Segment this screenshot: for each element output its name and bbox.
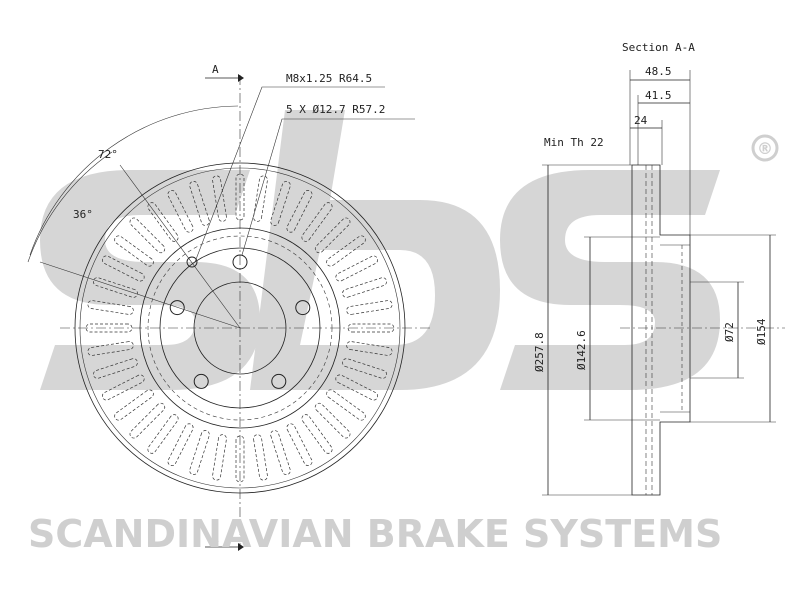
vent-slot bbox=[253, 175, 268, 222]
section-marker-bottom-arrow bbox=[238, 543, 244, 551]
vent-slot bbox=[147, 202, 179, 242]
vent-slot bbox=[87, 300, 134, 315]
vent-slot bbox=[235, 173, 245, 221]
hub-hidden-edge bbox=[147, 235, 333, 421]
vent-slot bbox=[93, 358, 138, 379]
min-thickness: Min Th 22 bbox=[544, 136, 604, 149]
vent-slot bbox=[189, 430, 210, 475]
vent-slot bbox=[114, 389, 154, 421]
section-marker-top: A bbox=[212, 63, 219, 76]
vent-slot bbox=[342, 277, 387, 298]
bolt-holes bbox=[169, 254, 311, 389]
vent-slot bbox=[301, 202, 333, 242]
vent-slot bbox=[212, 434, 227, 481]
angle-arc-36 bbox=[27, 151, 113, 263]
vent-slot bbox=[102, 255, 145, 282]
thread-note: M8x1.25 R64.5 bbox=[286, 72, 372, 85]
dim-24: 24 bbox=[634, 114, 648, 127]
thread-note-leader bbox=[194, 86, 385, 263]
svg-text:®: ® bbox=[757, 139, 773, 158]
logo-s-left bbox=[40, 170, 260, 390]
vent-slot bbox=[326, 235, 366, 267]
bolt-hole bbox=[193, 373, 209, 389]
angle-72-label: 72° bbox=[98, 148, 118, 161]
dim-257-8: Ø257.8 bbox=[533, 332, 546, 372]
vent-slot bbox=[167, 423, 194, 466]
angle-36-label: 36° bbox=[73, 208, 93, 221]
vent-slot bbox=[335, 255, 378, 282]
friction-ring-inner bbox=[139, 227, 341, 429]
vent-slot bbox=[301, 414, 333, 454]
vent-slot bbox=[114, 235, 154, 267]
dim-142-6: Ø142.6 bbox=[575, 330, 588, 370]
vent-slot bbox=[347, 323, 395, 333]
vent-slot bbox=[314, 217, 351, 254]
bolt-note: 5 X Ø12.7 R57.2 bbox=[286, 103, 385, 116]
vent-slot bbox=[286, 190, 313, 233]
vent-slot bbox=[235, 435, 245, 483]
threaded-hole bbox=[186, 256, 198, 268]
vent-slot bbox=[129, 402, 166, 439]
vent-slot bbox=[346, 300, 393, 315]
section-view: Section A-A 48.5 41.5 24 Min Th 22 Ø257.… bbox=[533, 41, 785, 496]
vent-slot bbox=[102, 374, 145, 401]
dim-154: Ø154 bbox=[755, 318, 768, 345]
registered-mark: ® bbox=[751, 134, 779, 162]
vent-slot bbox=[253, 434, 268, 481]
hub-outer bbox=[159, 247, 321, 409]
vent-slot bbox=[87, 341, 134, 356]
bolt-note-leader bbox=[241, 118, 415, 256]
vent-slot bbox=[342, 358, 387, 379]
angle-arc-72 bbox=[29, 105, 239, 256]
dim-48-5: 48.5 bbox=[645, 65, 672, 78]
bolt-hole bbox=[169, 300, 185, 316]
bolt-hole bbox=[295, 300, 311, 316]
vent-slot bbox=[85, 323, 133, 333]
vent-slot bbox=[314, 402, 351, 439]
dim-72: Ø72 bbox=[723, 322, 736, 342]
disc-outer-edge-inner bbox=[79, 167, 401, 489]
vent-slot bbox=[286, 423, 313, 466]
vent-slot bbox=[189, 181, 210, 226]
bolt-hole bbox=[232, 254, 248, 270]
center-bore bbox=[193, 281, 287, 375]
vent-slot bbox=[129, 217, 166, 254]
vent-slot bbox=[270, 430, 291, 475]
vent-slot bbox=[212, 175, 227, 222]
vent-slot bbox=[326, 389, 366, 421]
front-view: 72° 36° A A M8x1.25 R64.5 5 X Ø12.7 R57.… bbox=[27, 63, 430, 551]
angle-ray-36 bbox=[39, 261, 241, 329]
disc-outer-edge bbox=[74, 162, 406, 494]
vent-slots bbox=[85, 173, 395, 483]
section-title: Section A-A bbox=[622, 41, 695, 54]
watermark-tagline: SCANDINAVIAN BRAKE SYSTEMS bbox=[28, 512, 723, 556]
vent-slot bbox=[93, 277, 138, 298]
dim-41-5: 41.5 bbox=[645, 89, 672, 102]
logo-s-right bbox=[500, 170, 720, 390]
vent-slot bbox=[270, 181, 291, 226]
vent-slot bbox=[147, 414, 179, 454]
vent-slot bbox=[167, 190, 194, 233]
section-marker-top-arrow bbox=[238, 74, 244, 82]
bolt-hole bbox=[271, 373, 287, 389]
logo-b bbox=[250, 110, 500, 390]
vent-slot bbox=[346, 341, 393, 356]
vent-slot bbox=[335, 374, 378, 401]
section-marker-bottom: A bbox=[212, 532, 219, 545]
angle-ray-72 bbox=[119, 164, 241, 329]
